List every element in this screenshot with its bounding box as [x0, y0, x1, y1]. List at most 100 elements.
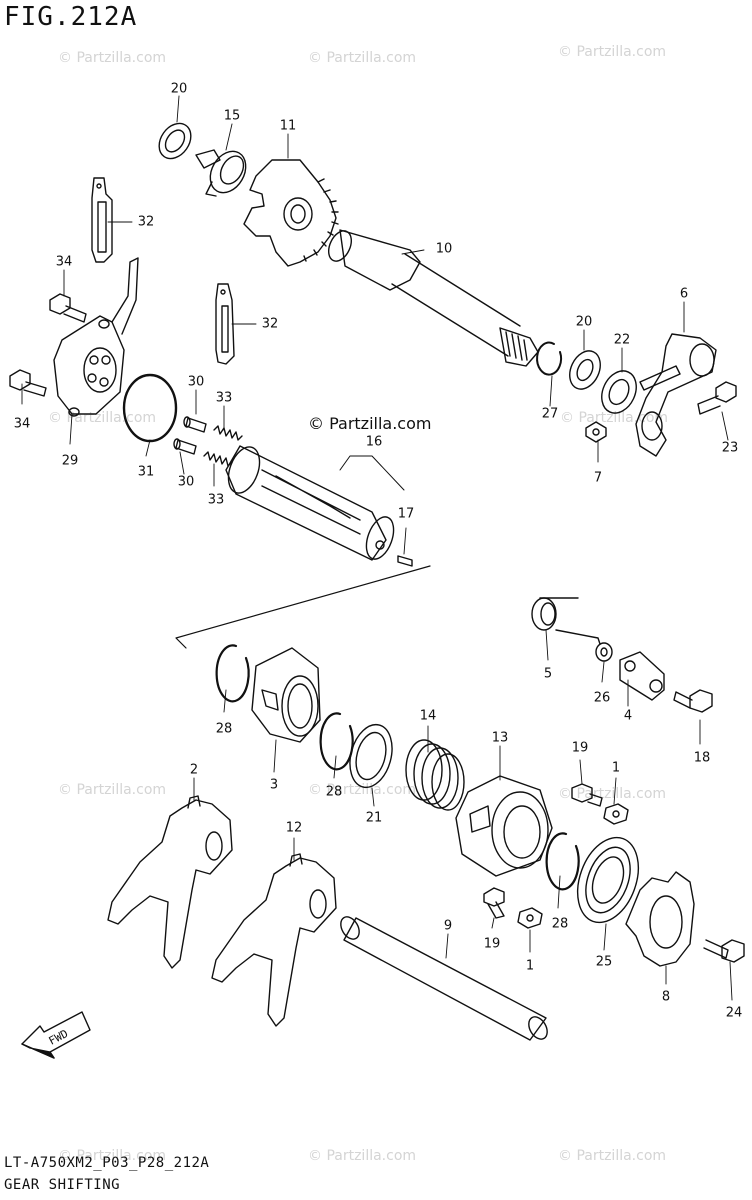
watermark: © Partzilla.com: [308, 782, 417, 798]
watermark: © Partzilla.com: [58, 782, 167, 798]
callout-13: 13: [491, 730, 509, 746]
callout-17: 17: [397, 506, 415, 522]
callout-30: 30: [177, 474, 195, 490]
leader-16: [340, 456, 404, 490]
callout-16: 16: [365, 434, 383, 450]
callout-24: 24: [725, 1005, 743, 1021]
watermark: © Partzilla.com: [558, 786, 667, 802]
separator-line: [176, 566, 430, 648]
part-circlip-28-c: [547, 833, 579, 889]
part-washer-20-top: [153, 117, 198, 164]
callout-6: 6: [679, 286, 689, 302]
callout-18: 18: [693, 750, 711, 766]
part-cam-holder-3: [252, 648, 320, 742]
part-shift-fork-2: [108, 796, 232, 968]
part-stopper-4: [620, 652, 664, 700]
callout-34: 34: [13, 416, 31, 432]
part-shift-fork-12: [212, 854, 336, 1026]
callout-9: 9: [443, 918, 453, 934]
callout-10: 10: [435, 241, 453, 257]
callout-3: 3: [269, 777, 279, 793]
watermark-center: © Partzilla.com: [308, 414, 432, 433]
part-washer-1-b: [518, 908, 542, 928]
part-spring-33-a: [214, 426, 242, 440]
callout-29: 29: [61, 453, 79, 469]
part-spring-14: [406, 740, 464, 810]
part-washer-1-a: [604, 804, 628, 824]
callout-11: 11: [279, 118, 297, 134]
part-pin-30-b: [174, 439, 196, 454]
watermark: © Partzilla.com: [560, 410, 669, 426]
callout-7: 7: [593, 470, 603, 486]
part-bolt-34-a: [50, 294, 86, 322]
callout-32: 32: [137, 214, 155, 230]
part-bearing-22: [595, 365, 643, 418]
part-nut-7: [586, 422, 606, 442]
callout-14: 14: [419, 708, 437, 724]
callout-12: 12: [285, 820, 303, 836]
part-o-ring-31: [124, 375, 176, 441]
callout-31: 31: [137, 464, 155, 480]
callout-5: 5: [543, 666, 553, 682]
watermark: © Partzilla.com: [308, 50, 417, 66]
part-bolt-34-b: [10, 370, 46, 396]
callout-1: 1: [525, 958, 535, 974]
callout-33: 33: [207, 492, 225, 508]
callout-26: 26: [593, 690, 611, 706]
part-bolt-19-a: [572, 784, 602, 806]
part-spring-33-b: [204, 452, 232, 466]
callout-20: 20: [170, 81, 188, 97]
part-bolt-18: [674, 690, 712, 712]
callout-23: 23: [721, 440, 739, 456]
part-pin-30-a: [184, 417, 206, 432]
callout-4: 4: [623, 708, 633, 724]
part-bolt-19-b: [484, 888, 504, 918]
part-spring-5: [532, 598, 600, 644]
part-bolt-23: [698, 382, 736, 414]
part-stopper-plate-8: [626, 872, 694, 966]
callout-21: 21: [365, 810, 383, 826]
callout-30: 30: [187, 374, 205, 390]
callout-28: 28: [551, 916, 569, 932]
part-washer-20-right: [564, 346, 606, 394]
callout-20: 20: [575, 314, 593, 330]
part-gearshift-shaft-10: [324, 227, 538, 366]
part-cover-29: [54, 258, 138, 416]
callout-2: 2: [189, 762, 199, 778]
figure-code: LT-A750XM2_P03_P28_212A: [4, 1155, 210, 1171]
part-cam-driven-gear-13: [456, 776, 552, 876]
part-washer-26: [596, 643, 612, 661]
callout-25: 25: [595, 954, 613, 970]
part-fork-shaft-9: [337, 914, 551, 1043]
callout-28: 28: [215, 721, 233, 737]
fwd-arrow-icon: [22, 1012, 90, 1058]
callout-19: 19: [483, 936, 501, 952]
watermark: © Partzilla.com: [58, 50, 167, 66]
callout-19: 19: [571, 740, 589, 756]
callout-27: 27: [541, 406, 559, 422]
part-bearing-25: [567, 829, 650, 931]
figure-caption: GEAR SHIFTING: [4, 1177, 121, 1193]
part-circlip-28-a: [217, 645, 249, 701]
part-gearshift-arm-11: [244, 160, 338, 266]
callout-8: 8: [661, 989, 671, 1005]
part-gearshift-lever-6: [636, 334, 716, 456]
figure-title: FIG.212A: [4, 2, 138, 32]
leader-lines: [22, 96, 732, 1000]
callout-33: 33: [215, 390, 233, 406]
callout-1: 1: [611, 760, 621, 776]
callout-32: 32: [261, 316, 279, 332]
part-circlip-28-b: [321, 713, 353, 769]
part-washer-21: [343, 720, 398, 792]
callout-15: 15: [223, 108, 241, 124]
part-pin-17: [398, 556, 412, 566]
part-clamp-32-top: [92, 178, 112, 262]
part-shift-cam-16: [223, 443, 399, 563]
part-circlip-27: [537, 343, 561, 375]
callout-22: 22: [613, 332, 631, 348]
watermark: © Partzilla.com: [58, 1148, 167, 1164]
part-spring-15: [196, 145, 253, 199]
part-bolt-24: [704, 940, 744, 962]
